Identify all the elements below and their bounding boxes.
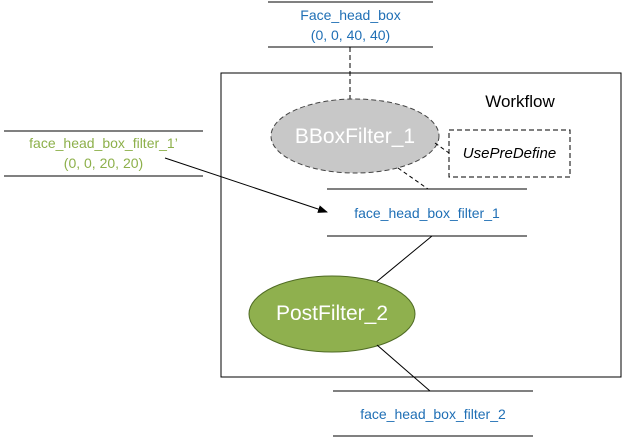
post-to-bottom-connector	[376, 344, 431, 392]
top-store-value: (0, 0, 40, 40)	[310, 27, 391, 43]
bbox-filter-node[interactable]	[270, 98, 440, 174]
post-filter-node[interactable]	[248, 275, 416, 353]
top-store-name: Face_head_box	[300, 7, 401, 23]
bbox-to-predefine-connector	[434, 142, 450, 154]
workflow-container	[220, 72, 622, 378]
mid-store-name: face_head_box_filter_1	[354, 205, 500, 221]
bottom-store-name: face_head_box_filter_2	[360, 406, 506, 422]
use-predefine-box[interactable]	[448, 129, 571, 178]
external-input-arrow	[164, 157, 328, 213]
post-filter-label: PostFilter_2	[275, 302, 389, 325]
external-input-name: face_head_box_filter_1’	[29, 135, 178, 151]
bbox-filter-label: BBoxFilter_1	[294, 125, 416, 148]
use-predefine-label: UsePreDefine	[462, 145, 557, 162]
mid-to-post-connector	[374, 235, 433, 284]
external-input-value: (0, 0, 20, 20)	[63, 155, 144, 171]
bbox-to-mid-connector	[397, 167, 429, 190]
workflow-title: Workflow	[485, 92, 555, 111]
